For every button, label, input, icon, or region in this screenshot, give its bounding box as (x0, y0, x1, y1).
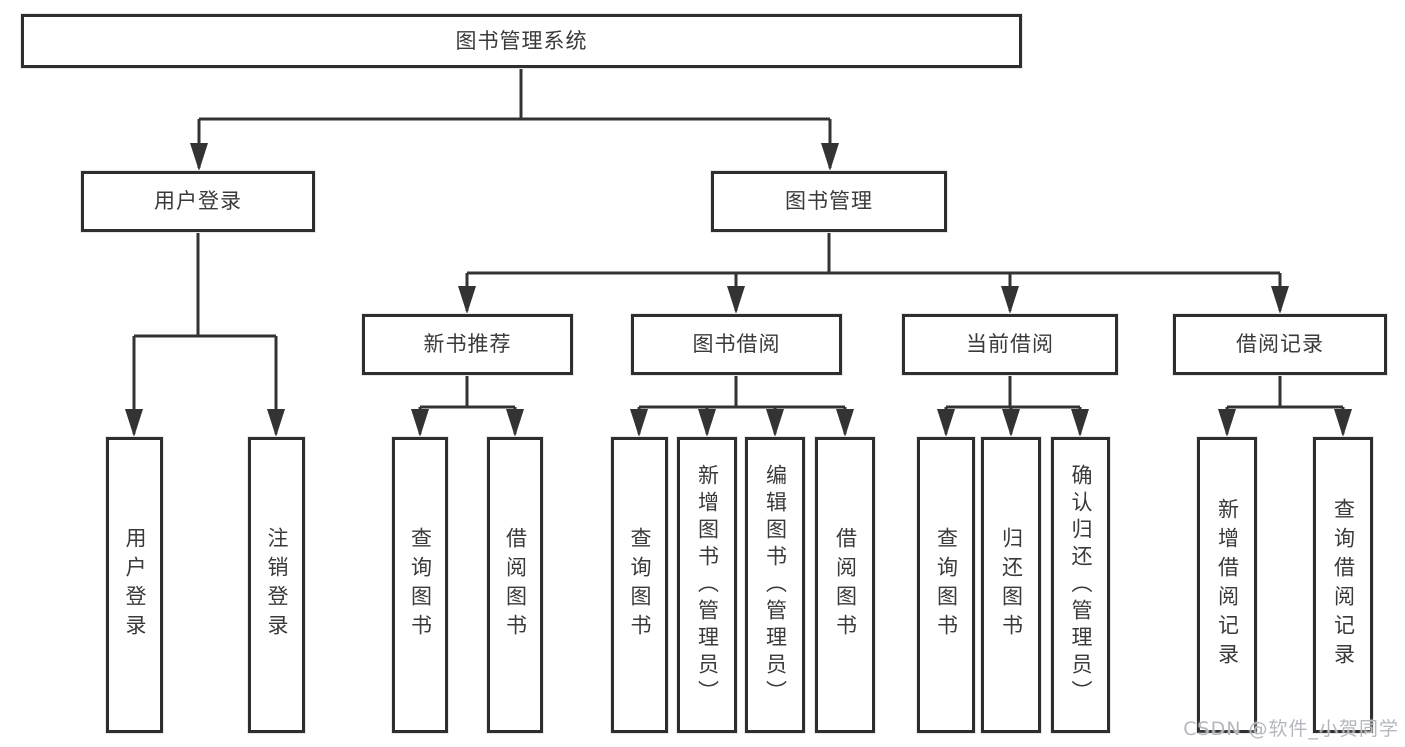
leaf-borrow-books-recommend-label: 借阅图书 (503, 527, 528, 643)
arrow-icon (937, 409, 955, 437)
node-current-borrow-label: 当前借阅 (966, 332, 1054, 356)
leaf-add-book-admin-label: 新增图书（管理员） (695, 463, 720, 707)
arrowheads (125, 143, 1352, 437)
leaf-add-borrow-record-label: 新增借阅记录 (1215, 498, 1240, 672)
leaf-query-books-borrow-label: 查询图书 (628, 527, 652, 643)
arrow-icon (190, 143, 208, 171)
node-library-system: 图书管理系统 (21, 14, 1022, 68)
arrow-icon (506, 409, 524, 437)
leaf-return-book-label: 归还图书 (999, 527, 1024, 643)
leaf-query-books-borrow: 查询图书 (611, 437, 668, 733)
leaf-borrow-books-borrow: 借阅图书 (815, 437, 875, 733)
arrow-icon (1334, 409, 1352, 437)
leaf-borrow-books-borrow-label: 借阅图书 (833, 527, 858, 643)
leaf-edit-book-admin: 编辑图书（管理员） (745, 437, 805, 733)
csdn-watermark: CSDN @软件_小贺同学 (1183, 718, 1399, 740)
arrow-icon (698, 409, 716, 437)
arrow-icon (267, 409, 285, 437)
node-new-book-recommend-label: 新书推荐 (423, 332, 512, 356)
connector-new-book-recommend (418, 375, 517, 434)
leaf-user-login-label: 用户登录 (123, 527, 147, 643)
leaf-query-books-current-label: 查询图书 (934, 527, 959, 643)
arrow-icon (125, 409, 143, 437)
node-current-borrow: 当前借阅 (902, 314, 1118, 375)
node-book-management: 图书管理 (711, 171, 947, 232)
arrow-icon (1271, 286, 1289, 314)
node-user-login-label: 用户登录 (154, 189, 242, 213)
arrow-icon (458, 286, 476, 314)
leaf-logout: 注销登录 (248, 437, 305, 733)
connector-book-management (465, 232, 1282, 311)
connector-borrow-records (1225, 375, 1345, 434)
arrow-icon (836, 409, 854, 437)
leaf-add-borrow-record: 新增借阅记录 (1197, 437, 1257, 733)
arrow-icon (630, 409, 648, 437)
arrow-icon (766, 409, 784, 437)
leaf-logout-label: 注销登录 (265, 527, 289, 643)
arrow-icon (821, 143, 839, 171)
leaf-confirm-return-admin-label: 确认归还（管理员） (1069, 463, 1093, 707)
leaf-query-books-current: 查询图书 (917, 437, 975, 733)
arrow-icon (727, 286, 745, 314)
leaf-query-borrow-record: 查询借阅记录 (1313, 437, 1373, 733)
leaf-query-borrow-record-label: 查询借阅记录 (1331, 498, 1356, 672)
leaf-user-login: 用户登录 (106, 437, 163, 733)
leaf-confirm-return-admin: 确认归还（管理员） (1051, 437, 1110, 733)
leaf-query-books-recommend-label: 查询图书 (408, 527, 433, 643)
arrow-icon (1001, 286, 1019, 314)
node-user-login: 用户登录 (81, 171, 315, 232)
arrow-icon (1002, 409, 1020, 437)
leaf-borrow-books-recommend: 借阅图书 (487, 437, 543, 733)
node-borrow-records-label: 借阅记录 (1236, 332, 1324, 356)
connector-book-borrow (637, 375, 847, 434)
arrow-icon (411, 409, 429, 437)
node-book-borrow-label: 图书借阅 (692, 332, 781, 356)
node-borrow-records: 借阅记录 (1173, 314, 1387, 375)
leaf-edit-book-admin-label: 编辑图书（管理员） (763, 463, 788, 707)
node-book-borrow: 图书借阅 (631, 314, 842, 375)
leaf-query-books-recommend: 查询图书 (392, 437, 448, 733)
node-library-system-label: 图书管理系统 (455, 28, 588, 53)
node-book-management-label: 图书管理 (785, 189, 873, 213)
leaf-add-book-admin: 新增图书（管理员） (677, 437, 737, 733)
connector-root (197, 68, 832, 168)
connector-user-login (132, 232, 278, 434)
arrow-icon (1071, 409, 1089, 437)
leaf-return-book: 归还图书 (981, 437, 1041, 733)
arrow-icon (1218, 409, 1236, 437)
node-new-book-recommend: 新书推荐 (362, 314, 573, 375)
